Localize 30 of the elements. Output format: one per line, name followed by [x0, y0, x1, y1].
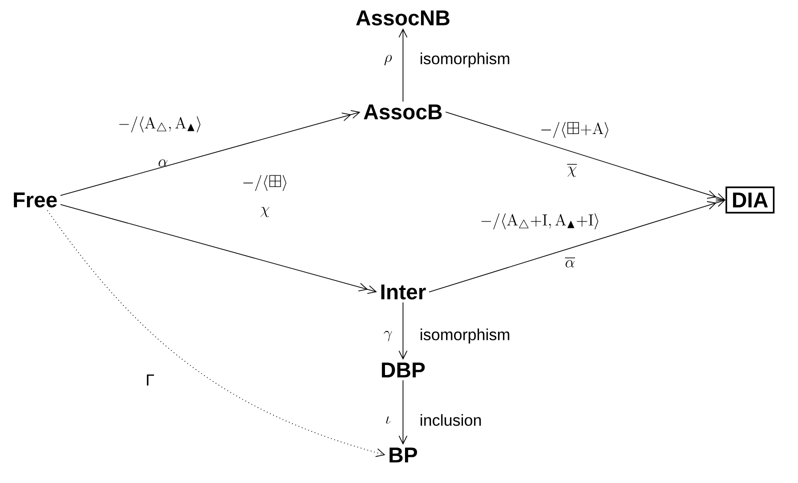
arrow — [60, 204, 377, 294]
node-label: Free — [14, 192, 57, 208]
arrow — [398, 380, 408, 445]
node-label: Inter — [381, 284, 426, 300]
edge-label: $\iota$ — [386, 416, 390, 424]
quotient-label: $-/\langle \boxplus{+}\mathrm{A}\rangle$ — [541, 122, 608, 138]
edge-label: Γ — [146, 374, 154, 386]
arrow — [445, 112, 726, 202]
arrow — [60, 110, 360, 196]
node-label: AssocNB — [356, 10, 450, 26]
arrow — [398, 28, 408, 102]
node-label: AssocB — [364, 104, 442, 120]
arrow — [428, 198, 726, 292]
connector-curve — [46, 210, 386, 457]
morphism-note: inclusion — [420, 414, 481, 426]
edge-label: $\alpha$ — [158, 159, 168, 167]
morphism-note: isomorphism — [420, 328, 510, 344]
node-label: DBP — [382, 362, 425, 378]
edge-label: $\gamma$ — [384, 330, 392, 342]
node-label: BP — [390, 448, 418, 462]
morphism-note: isomorphism — [420, 52, 510, 68]
edge-label: $\rho$ — [384, 54, 392, 66]
boxed-node: DIA — [726, 186, 775, 214]
edge-label: $\chi$ — [260, 206, 270, 218]
arrow — [398, 302, 408, 360]
quotient-label: $-/\langle \mathrm{A}_{\triangle}{+}\mathrm{I},\mathrm{A}_{\blacktriangle}{+}\mathrm{I}\rangle$ — [481, 213, 598, 230]
quotient-label: $-/\langle \boxplus\rangle$ — [243, 175, 286, 191]
quotient-label: $-/\langle \mathrm{A}_{\triangle},\mathrm{A}_{\blacktriangle}\rangle$ — [119, 116, 200, 132]
edge-label: $\overline{\alpha}$ — [564, 258, 576, 268]
edge-label: $\overline{\chi}$ — [567, 164, 577, 177]
